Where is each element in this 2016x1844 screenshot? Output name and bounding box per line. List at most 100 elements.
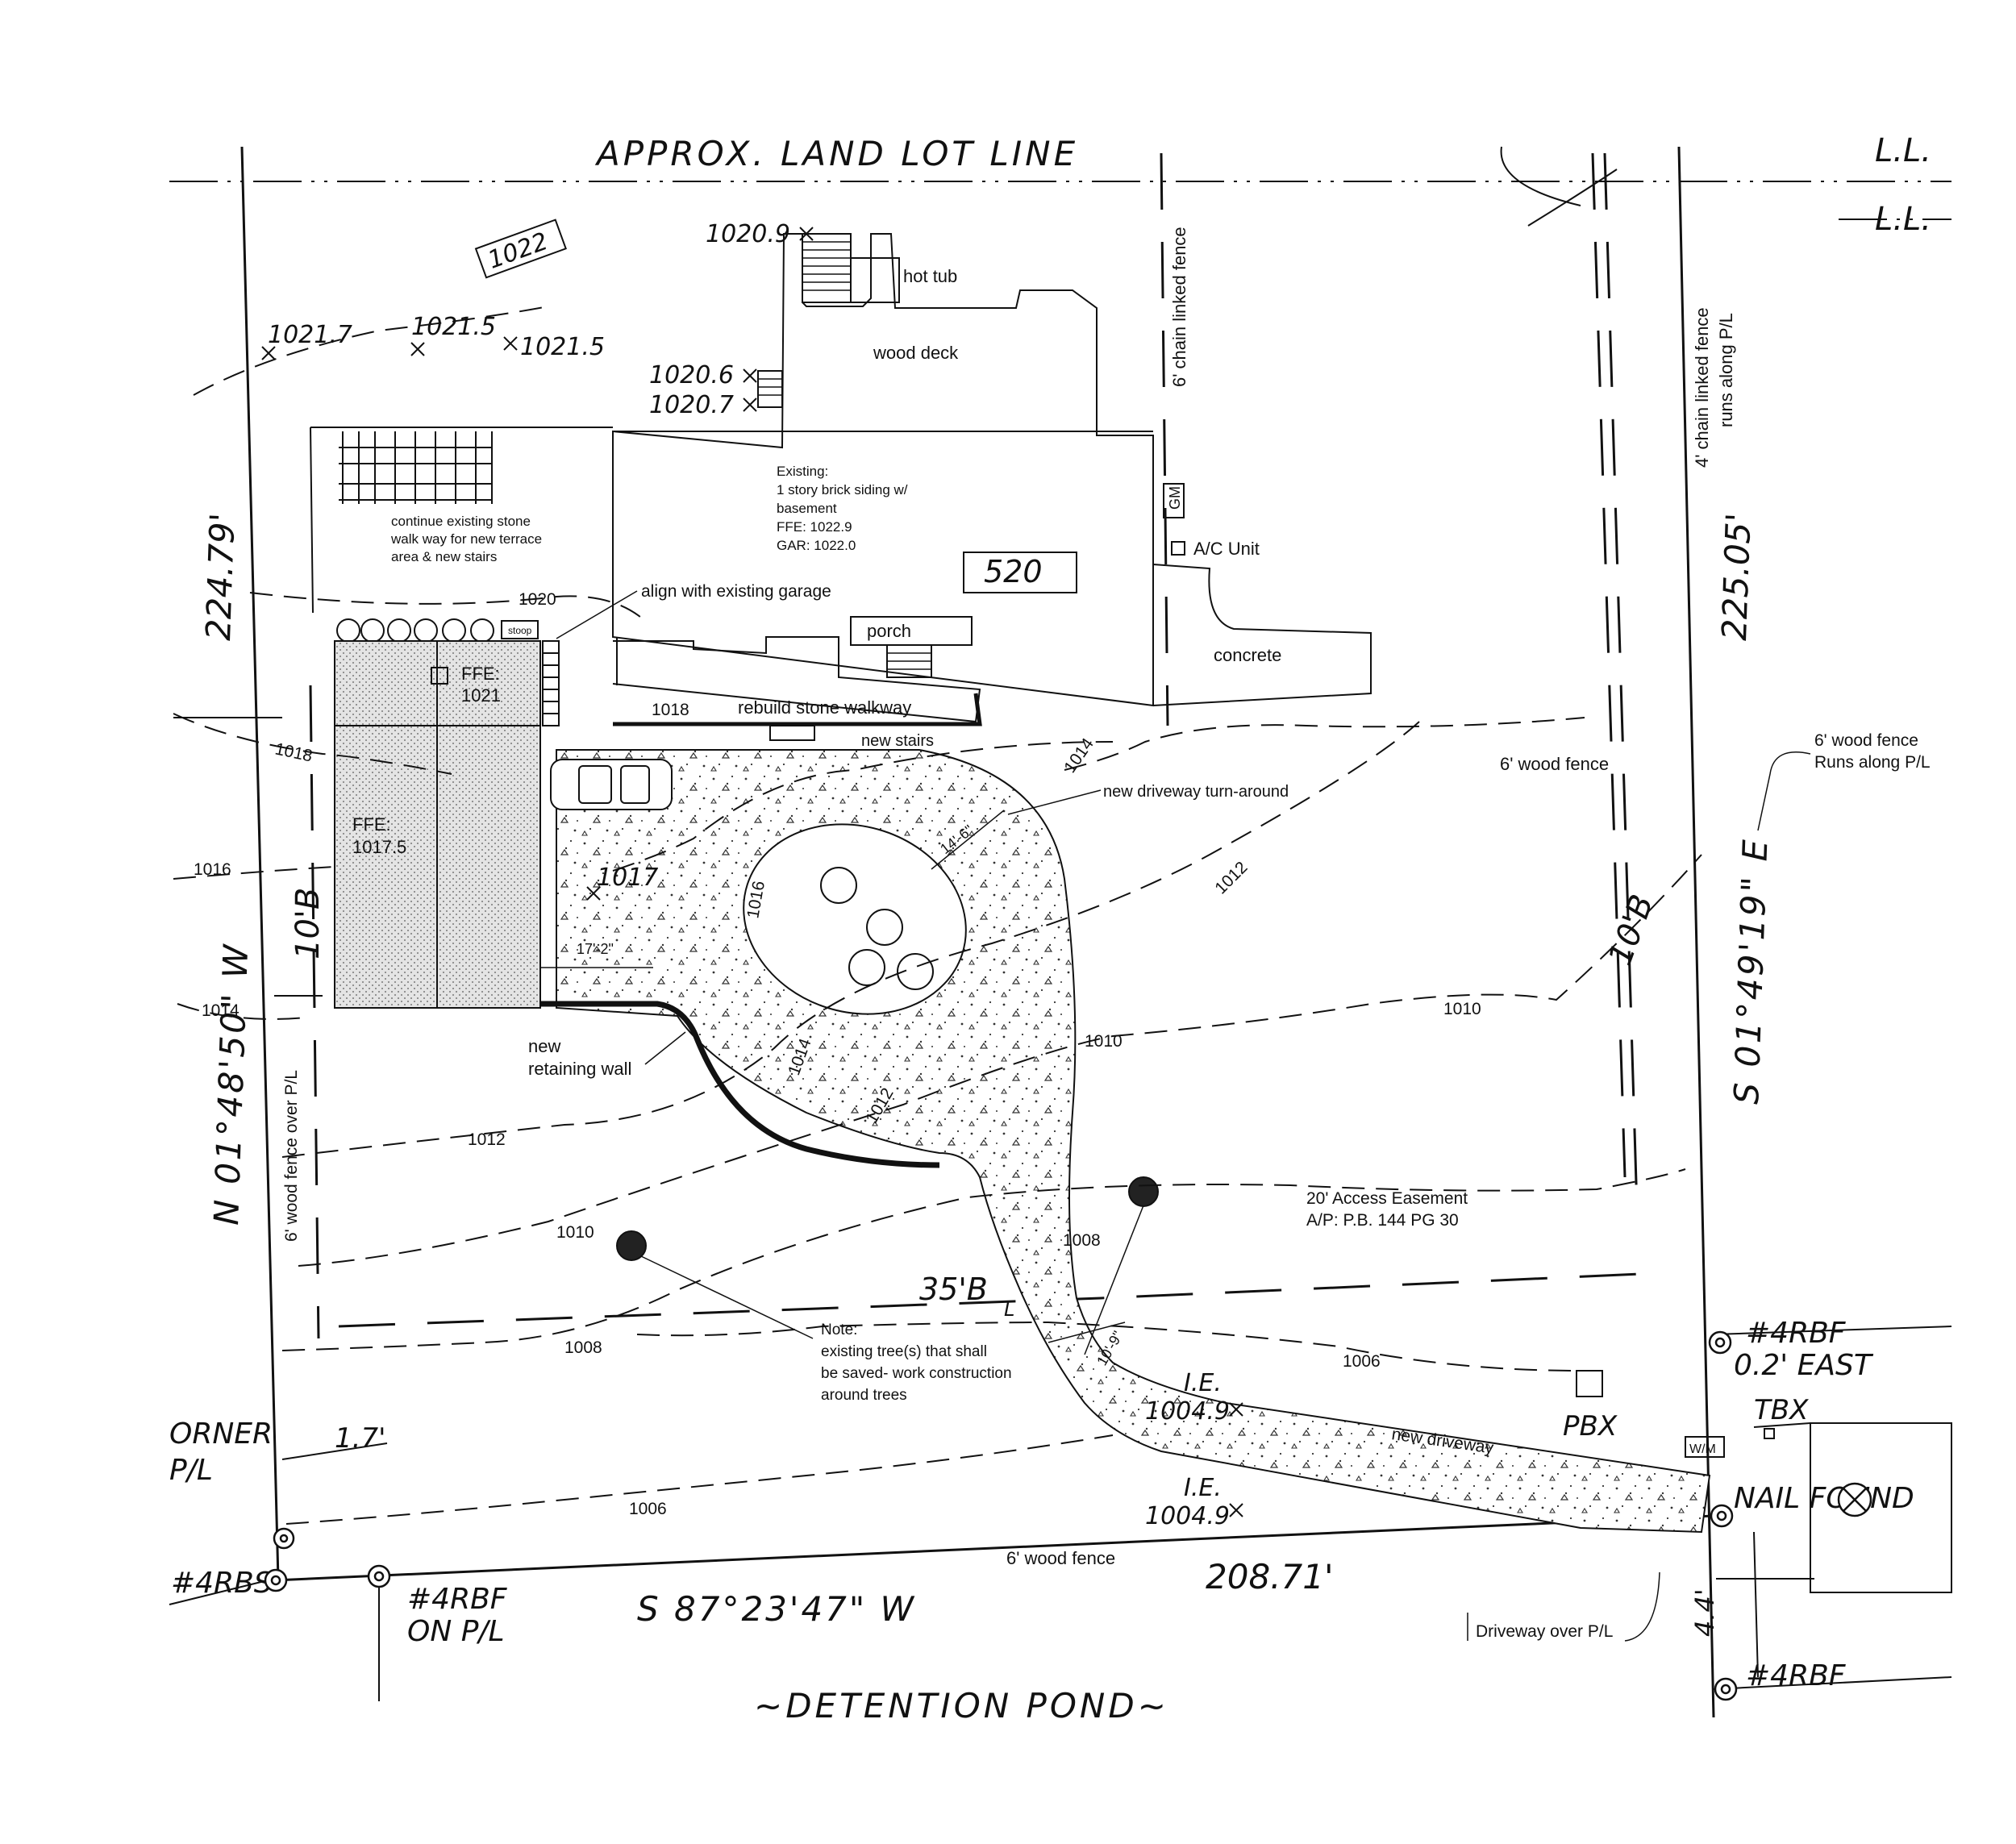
pbx-box-icon [1576, 1370, 1603, 1397]
wood-deck-label: wood deck [873, 343, 959, 363]
island-trees [820, 867, 934, 990]
house-number-label: 520 [984, 554, 1043, 589]
existing-curves [173, 146, 1642, 1339]
gm-label: GM [1167, 486, 1183, 510]
land-lot-line-label: APPROX. LAND LOT LINE [594, 134, 1078, 173]
deck-stairs [757, 233, 900, 408]
continue-label-2: walk way for new terrace [390, 531, 542, 547]
chain-fence-right-label-2: runs along P/L [1716, 313, 1736, 427]
ac-unit-label: A/C Unit [1193, 539, 1260, 559]
setback-10-right: 10'B [1602, 890, 1661, 971]
porch [850, 616, 973, 678]
contour-1020: 1020 [519, 590, 556, 609]
retaining-label-1: new [528, 1036, 560, 1056]
east-property-line [1677, 146, 1715, 1718]
retaining-label-2: retaining wall [528, 1059, 631, 1079]
note-label-2: existing tree(s) that shall [821, 1343, 987, 1360]
pbx-label: PBX [1563, 1410, 1618, 1442]
contour-1018b: 1018 [273, 739, 314, 765]
nail-found-label: NAIL FOUND [1734, 1482, 1914, 1515]
survey-pins [264, 1330, 1872, 1701]
driveway-over-label: Driveway over P/L [1476, 1622, 1613, 1641]
wood-fence-right-label-1: 6' wood fence [1814, 731, 1918, 750]
shrub-row [336, 618, 494, 643]
easement-label-1: 20' Access Easement [1306, 1189, 1468, 1208]
rbs-label: #4RBS [171, 1567, 273, 1600]
rbf-bottom-label: #4RBF [1746, 1659, 1847, 1692]
contour-1014b: 1014 [1060, 735, 1098, 776]
ie-upper-label-2: 1004.9 [1145, 1397, 1230, 1426]
bearing-bottom: S 87°23'47" W [637, 1589, 916, 1629]
rbf-right-label-1: #4RBF [1746, 1317, 1847, 1350]
contour-1010b: 1010 [1085, 1032, 1123, 1051]
chain-fence-right-label-1: 4' chain linked fence [1692, 307, 1712, 468]
contour-1006b: 1006 [629, 1500, 667, 1518]
existing-label-5: GAR: 1022.0 [777, 538, 856, 553]
dim-17-2-label: 17'-2" [577, 941, 614, 957]
easement-label-2: A/P: P.B. 144 PG 30 [1306, 1211, 1459, 1230]
bearing-left: N 01°48'50" W [206, 942, 256, 1226]
tbx-icon [1764, 1428, 1775, 1439]
continue-label-3: area & new stairs [391, 549, 497, 564]
corner-label-1: ORNER [169, 1417, 273, 1451]
existing-label-1: Existing: [777, 464, 828, 479]
contour-1008a: 1008 [564, 1338, 602, 1357]
spot-1020-6: 1020.6 [649, 361, 734, 389]
continue-label-1: continue existing stone [391, 514, 531, 529]
existing-label-3: basement [777, 501, 837, 516]
existing-house [612, 233, 1372, 741]
rebuild-walkway-label: rebuild stone walkway [738, 697, 911, 718]
contour-1018a: 1018 [652, 701, 689, 719]
retaining-wall [540, 1001, 940, 1168]
wm-label: W/M [1689, 1442, 1716, 1456]
tbx-label: TBX [1754, 1394, 1809, 1426]
spot-1017: 1017 [597, 864, 658, 892]
note-label-4: around trees [821, 1387, 907, 1404]
car-icon [550, 759, 673, 810]
ffe-1017-label-1: FFE: [352, 814, 391, 835]
stone-stack [542, 640, 560, 726]
existing-label-4: FFE: 1022.9 [777, 519, 852, 535]
ffe-1021-label-1: FFE: [461, 664, 500, 684]
new-stairs-label: new stairs [861, 732, 934, 750]
contour-1012a: 1012 [468, 1130, 506, 1149]
wood-fence-mid-label: 6' wood fence [1500, 754, 1609, 774]
wood-fence-right-label-2: Runs along P/L [1814, 753, 1931, 772]
bearing-right: S 01°49'19" E [1727, 837, 1776, 1105]
ffe-1021-label-2: 1021 [461, 685, 501, 706]
rbf-onpl-label-2: ON P/L [407, 1615, 505, 1648]
driveway [540, 749, 1711, 1534]
tree-icon [1128, 1176, 1159, 1207]
align-label: align with existing garage [641, 582, 831, 601]
existing-label-2: 1 story brick siding w/ [777, 482, 908, 497]
turnaround-label: new driveway turn-around [1103, 783, 1289, 801]
porch-label: porch [867, 621, 911, 641]
dim-1-7-label: 1.7' [335, 1422, 385, 1455]
stoop-label: stoop [508, 625, 532, 636]
house-number-box [963, 552, 1077, 593]
contour-1010a: 1010 [556, 1223, 594, 1242]
stone-walkway-grid [339, 431, 493, 504]
contour-1016a: 1016 [194, 860, 231, 879]
contour-1008b: 1008 [1063, 1231, 1101, 1250]
property-lines [169, 146, 1952, 1718]
ll-right-label: L.L. [1875, 201, 1931, 238]
ie-lower-label-1: I.E. [1184, 1474, 1222, 1502]
contour-1010c: 1010 [1443, 1000, 1481, 1018]
wood-fence-bottom-label: 6' wood fence [1006, 1548, 1115, 1568]
labels: APPROX. LAND LOT LINE L.L. L.L. 6' chain… [169, 132, 1931, 1725]
dim-4-4-label: 4.4' [1689, 1588, 1720, 1637]
rbf-right-label-2: 0.2' EAST [1734, 1349, 1874, 1382]
tree-icon [616, 1230, 647, 1261]
existing-trees [616, 1176, 1159, 1355]
terrace-area [310, 427, 613, 1009]
rbf-onpl-label-1: #4RBF [407, 1583, 508, 1616]
water-meter-box [1685, 1436, 1725, 1458]
wood-fence-left-label: 6' wood fence over P/L [282, 1070, 301, 1242]
contour-1006a: 1006 [1343, 1352, 1381, 1371]
west-property-line [240, 146, 280, 1581]
contour-1014a: 1014 [202, 1001, 240, 1020]
detention-pond-label: ~DETENTION POND~ [754, 1686, 1169, 1725]
ll-top-label: L.L. [1875, 132, 1931, 169]
